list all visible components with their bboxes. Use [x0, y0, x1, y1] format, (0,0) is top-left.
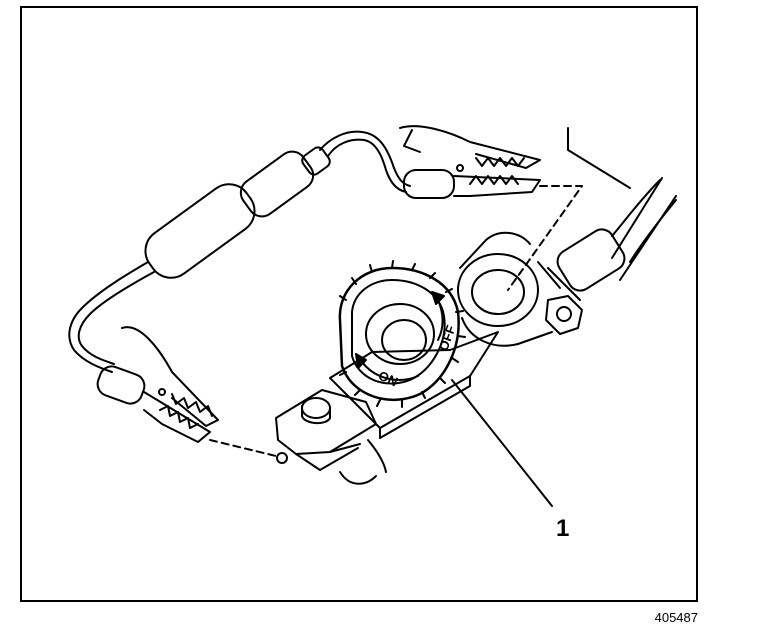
callout-number: 1 — [556, 515, 569, 542]
upper-alligator-clip — [399, 125, 541, 199]
terminal-clamp — [457, 231, 561, 347]
connection-dashed-lines — [209, 185, 583, 457]
battery-housing-edge — [567, 127, 677, 281]
disconnect-switch-knob — [338, 260, 466, 408]
lower-alligator-clip — [96, 326, 219, 443]
figure-id: 405487 — [654, 610, 698, 625]
test-lamp-lead-wires — [68, 130, 411, 373]
battery-cable — [547, 179, 677, 301]
switch-lower-terminal — [275, 389, 387, 485]
figure-frame — [20, 6, 698, 602]
test-lamp-body — [144, 146, 331, 279]
dial-label-on: ON — [376, 368, 400, 390]
terminal-nut — [545, 295, 583, 335]
callout-leader-line — [451, 379, 553, 507]
